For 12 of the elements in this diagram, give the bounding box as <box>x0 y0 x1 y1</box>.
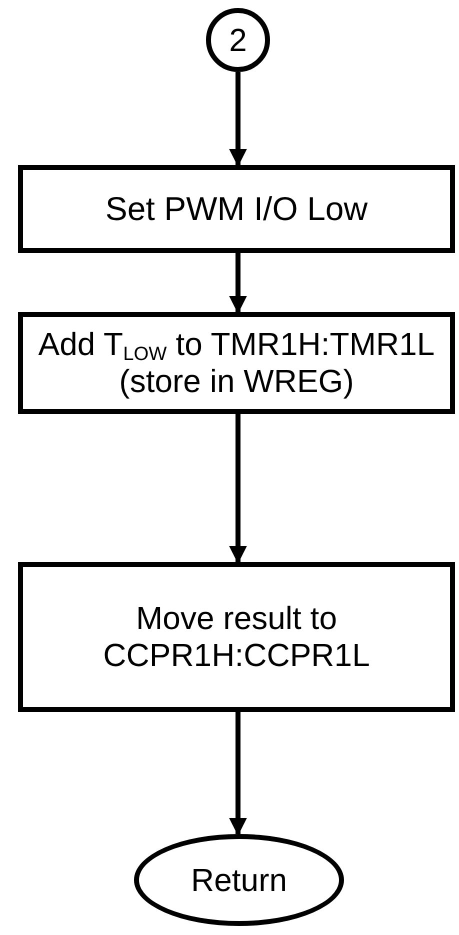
node-label: Move result to CCPR1H:CCPR1L <box>102 600 371 674</box>
node-label: Return <box>190 862 288 898</box>
arrow <box>229 72 247 167</box>
node-label: Add T$_{LOW}$ to TMR1H:TMR1L (store in WREG) <box>37 326 436 400</box>
node-label: Set PWM I/O Low <box>105 190 368 228</box>
node-label: 2 <box>229 22 247 58</box>
arrow <box>229 253 247 314</box>
arrow <box>229 414 247 564</box>
process-box <box>18 562 455 712</box>
arrow <box>229 712 247 836</box>
process-box <box>18 312 455 414</box>
process-box <box>18 165 455 253</box>
